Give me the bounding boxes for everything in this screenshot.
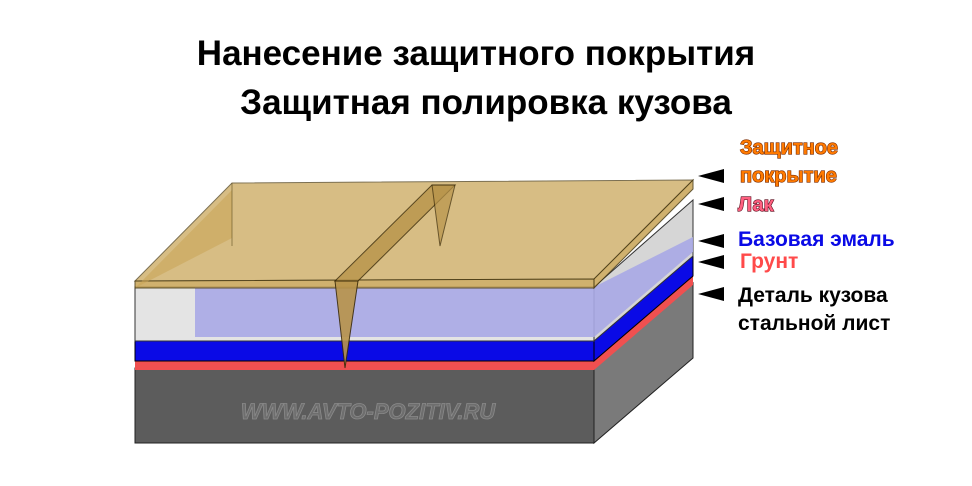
arrow-lacquer-icon: [698, 197, 724, 211]
arrow-protective-icon: [698, 169, 724, 183]
steel-sheet-layer: [134, 281, 694, 445]
arrow-primer-icon: [698, 255, 724, 269]
title-line-2: Защитная полировка кузова: [240, 83, 732, 122]
label-protective-line1: Защитное: [740, 137, 838, 159]
base-enamel-layer: [134, 253, 694, 363]
label-steel-line2: стальной лист: [738, 312, 890, 335]
label-lacquer: Лак: [738, 194, 775, 216]
primer-layer: [135, 275, 693, 370]
label-base-enamel: Базовая эмаль: [738, 228, 895, 251]
title-line-1: Нанесение защитного покрытия: [196, 34, 756, 73]
lacquer-layer: [134, 198, 694, 343]
arrow-steel-icon: [698, 287, 724, 301]
layer-labels: Защитное покрытие Лак Базовая эмаль Грун…: [737, 136, 895, 335]
protective-coating-layer: [133, 178, 695, 369]
label-protective-line2: покрытие: [740, 165, 837, 187]
label-primer: Грунт: [740, 250, 798, 273]
arrow-base-enamel-icon: [698, 234, 724, 248]
watermark: WWW.AVTO-POZITIV.RU: [241, 399, 497, 424]
label-steel-line1: Деталь кузова: [738, 284, 888, 307]
pointer-arrows: [698, 169, 724, 301]
